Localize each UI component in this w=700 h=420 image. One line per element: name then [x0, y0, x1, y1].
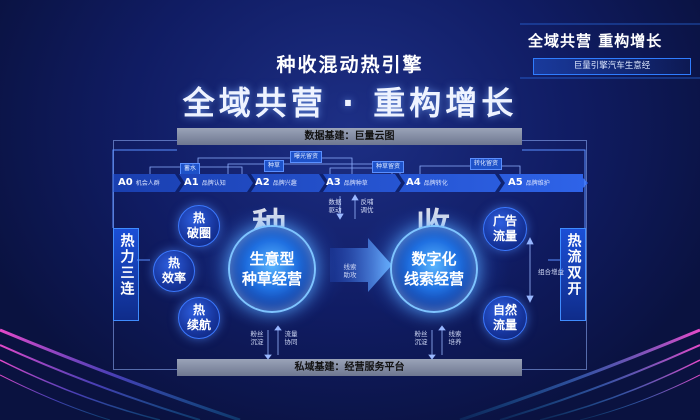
stage-a3-code: A3: [326, 177, 341, 188]
left-side-label: 热力三连: [113, 228, 139, 321]
private-domain-bar: 私域基建：经营服务平台: [177, 359, 522, 376]
core-lead-line1: 数字化: [411, 250, 457, 268]
note-lead-nurture: 线索培养: [448, 330, 462, 346]
data-infrastructure-bar: 数据基建：巨量云图: [177, 128, 522, 145]
brand-title: 全域共营 重构增长: [528, 32, 663, 50]
note-data-drive: 数据驱动: [328, 198, 342, 214]
stage-a1-code: A1: [184, 177, 199, 188]
tag-seeding: 种草: [264, 160, 285, 172]
bubble-hot-breakout: 热破圈: [178, 205, 220, 247]
stage-a0-name: 机会人群: [135, 180, 160, 187]
stage-a0-code: A0: [118, 177, 133, 188]
tag-conversion-lead: 转化留资: [470, 158, 503, 170]
note-fans-settle-right: 粉丝沉淀: [414, 330, 428, 346]
stage-a4-code: A4: [406, 177, 421, 188]
core-lead-operation: 数字化线索经营: [390, 225, 478, 313]
bubble-organic-traffic: 自然流量: [483, 296, 527, 340]
right-side-label-text: 热流双开: [565, 233, 582, 297]
core-seeding-line1: 生意型: [249, 250, 295, 268]
stage-a2-code: A2: [255, 177, 270, 188]
stage-band: [113, 174, 588, 192]
bubble-hot-endurance: 热续航: [178, 297, 220, 339]
note-feedback: 反哺调优: [360, 198, 374, 214]
note-combo-gain: 组合增益: [538, 268, 564, 276]
core-seeding-line2: 种草经营: [241, 270, 302, 288]
left-side-label-text: 热力三连: [118, 233, 135, 297]
tag-seeding-lead: 种草留资: [372, 161, 405, 173]
core-seeding-operation: 生意型种草经营: [228, 225, 316, 313]
brand-subtitle: 巨量引擎汽车生意经: [533, 58, 691, 75]
hero-subtitle: 种收混动热引擎: [276, 54, 424, 76]
tag-exposure-lead: 曝光留资: [290, 151, 323, 163]
stage-a3-name: 品牌种草: [343, 180, 368, 187]
stage-a4-name: 品牌转化: [423, 180, 448, 187]
note-lead-assist: 线索助攻: [343, 263, 357, 279]
stage-a5-name: 品牌维护: [525, 180, 550, 187]
bubble-hot-efficiency: 热效率: [153, 250, 195, 292]
stage-a2-name: 品牌兴趣: [272, 180, 297, 187]
right-side-label: 热流双开: [560, 228, 586, 321]
hero-title: 全域共营 · 重构增长: [182, 84, 518, 122]
stage-a1-name: 品牌认知: [201, 180, 226, 187]
note-fans-settle-left: 粉丝沉淀: [250, 330, 264, 346]
note-traffic-synergy: 流量协同: [284, 330, 298, 346]
stage-a5-code: A5: [508, 177, 523, 188]
core-lead-line2: 线索经营: [403, 270, 464, 288]
bubble-ad-traffic: 广告流量: [483, 207, 527, 251]
